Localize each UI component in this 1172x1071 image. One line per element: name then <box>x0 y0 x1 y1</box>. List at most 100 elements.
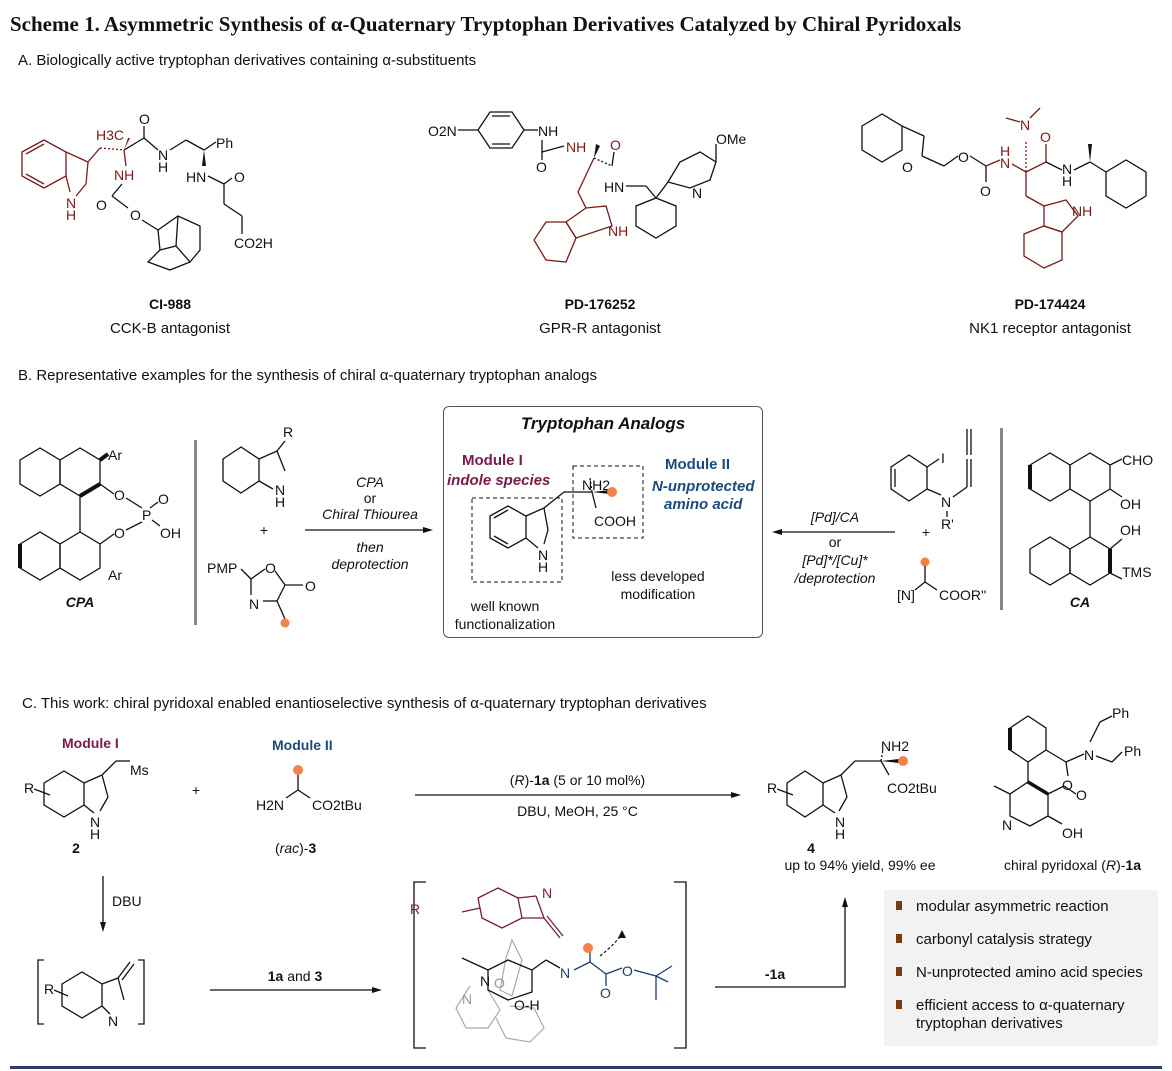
feature-text: efficient access to α-quaternary tryptop… <box>916 997 1125 1032</box>
atom-ome: OMe <box>716 131 747 147</box>
structure-ci-988: N H H3C NH O N H Ph HN O CO2H O O <box>21 111 273 271</box>
module1-label: Module I <box>62 735 119 751</box>
label-part: R <box>1105 857 1117 873</box>
atom-o: O <box>958 149 969 165</box>
structure-azlactone: PMP O O N <box>207 560 316 628</box>
atom-o-amide: O <box>494 975 505 991</box>
reaction-arrow-up <box>715 897 848 988</box>
arrow-condition: Chiral Thiourea <box>322 506 418 522</box>
atom-o-keto: O <box>600 985 611 1001</box>
label-part: and <box>283 968 315 984</box>
feature-text: carbonyl catalysis strategy <box>916 931 1092 948</box>
atom-r: R <box>410 901 420 917</box>
arrow-condition: CPA <box>356 474 384 490</box>
module2-title: Module II <box>665 456 730 473</box>
structure-pd-176252: O2N NH O NH O HN N OMe NH <box>428 111 747 263</box>
atom-indole-nh: NH <box>608 223 628 239</box>
highlight-dot <box>583 943 593 953</box>
ca-label: CA <box>1069 594 1091 610</box>
plus-sign: + <box>921 524 931 540</box>
highlight-dot <box>293 765 303 775</box>
reaction-arrow-main <box>415 792 741 798</box>
structure-compound-2: R Ms N H <box>24 760 149 842</box>
atom-o: O <box>158 491 169 507</box>
atom-o: O <box>1040 129 1051 145</box>
structure-ca: CHO OH OH TMS <box>1028 452 1153 586</box>
atom-n: N <box>90 814 100 830</box>
atom-h3c: H3C <box>96 127 124 143</box>
tryptophan-analogs-box <box>443 406 763 638</box>
atom-n: N <box>1000 155 1010 171</box>
atom-h: H <box>835 826 845 842</box>
label-part: chiral pyridoxal ( <box>1004 857 1106 873</box>
atom-o-aldehyde: O <box>1076 787 1087 803</box>
atom-ph: Ph <box>216 135 233 151</box>
label-part: ( <box>509 772 515 788</box>
structure-indole-reagent: R N H <box>222 424 293 510</box>
atom-co2tbu: CO2tBu <box>887 780 937 796</box>
atom-ph: Ph <box>1124 743 1141 759</box>
highlight-dot <box>280 618 290 628</box>
atom-nh: NH <box>566 139 586 155</box>
compound-label: (rac)-3 <box>275 840 316 856</box>
section-b-heading: B. Representative examples for the synth… <box>18 367 597 384</box>
atom-ar: Ar <box>108 567 122 583</box>
atom-n-bracket: [N] <box>897 587 915 603</box>
atom-o2n: O2N <box>428 123 457 139</box>
atom-ar: Ar <box>108 447 122 463</box>
atom-n-pyridine: N <box>692 185 702 201</box>
label-part: )- <box>524 772 534 788</box>
bullet-icon <box>896 901 902 910</box>
atom-nme2: N <box>1020 117 1030 133</box>
reaction-arrow-right <box>210 987 382 993</box>
arrow-condition: then <box>356 539 384 555</box>
adamantyl <box>141 215 201 271</box>
atom-pmp: PMP <box>207 560 237 576</box>
feature-item: N-unprotected amino acid species <box>896 964 1158 982</box>
atom-n: N <box>66 195 76 211</box>
atom-nh: NH <box>114 167 134 183</box>
structure-compound-3: H2N CO2tBu <box>256 765 362 813</box>
atom-o-keto: O <box>305 578 316 594</box>
arrow-condition: DBU, MeOH, 25 °C <box>517 803 638 819</box>
atom-co2tbu: CO2tBu <box>312 797 362 813</box>
reaction-arrow-left <box>772 529 895 535</box>
atom-n-imine: N <box>560 965 570 981</box>
atom-h: H <box>275 494 285 510</box>
atom-o-ring: O <box>265 560 276 576</box>
atom-r: R <box>44 981 54 997</box>
label-part: 1a <box>1125 857 1141 873</box>
atom-o: O <box>96 197 107 213</box>
compound-name: PD-176252 <box>564 296 636 312</box>
highlight-dot <box>607 487 617 497</box>
atom-r: R <box>24 780 34 796</box>
label-part: )- <box>1116 857 1126 873</box>
feature-text: N-unprotected amino acid species <box>916 964 1143 981</box>
atom-n-amide: N <box>158 147 168 163</box>
bullet-icon <box>896 934 902 943</box>
atom-oh: O-H <box>514 997 540 1013</box>
atom-r: R <box>767 780 777 796</box>
bullet-icon <box>896 1000 902 1009</box>
atom-tms: TMS <box>1122 564 1152 580</box>
scheme-title: Scheme 1. Asymmetric Synthesis of α-Quat… <box>10 12 962 36</box>
feature-item: modular asymmetric reaction <box>896 898 1158 916</box>
highlight-dot <box>898 756 908 766</box>
atom-r-prime: R' <box>941 516 954 532</box>
atom-h-amide: H <box>158 159 168 175</box>
atom-oh: OH <box>1062 825 1083 841</box>
atom-o: O <box>130 207 141 223</box>
structure-pd-174424: O O O H N N O N H NH <box>861 107 1147 269</box>
atom-hn: HN <box>604 179 624 195</box>
section-c-heading: C. This work: chiral pyridoxal enabled e… <box>22 695 707 712</box>
section-a-heading: A. Biologically active tryptophan deriva… <box>18 52 477 69</box>
bottom-rule <box>10 1066 1162 1069</box>
atom-oh: OH <box>1120 522 1141 538</box>
plus-sign: + <box>191 782 201 798</box>
structure-iodoaniline-allene: I N R' <box>890 429 972 532</box>
atom-o-amide: O <box>1062 777 1073 793</box>
atom-h2n: H2N <box>256 797 284 813</box>
atom-h: H <box>1000 143 1010 159</box>
arrow-condition: [Pd]*/[Cu]* <box>802 552 868 568</box>
atom-cho: CHO <box>1122 452 1153 468</box>
